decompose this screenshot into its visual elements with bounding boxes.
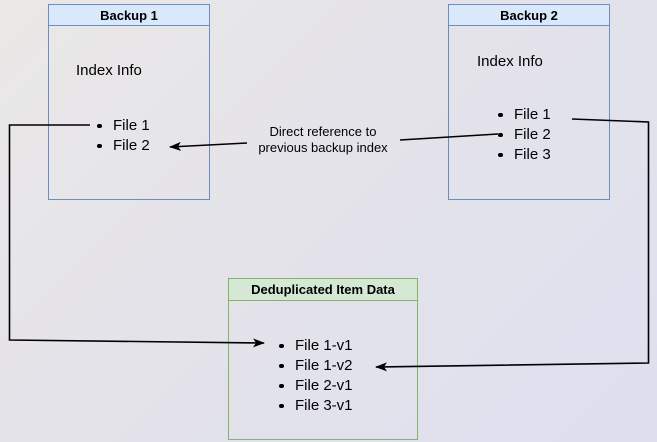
list-item: File 1-v2: [277, 356, 353, 376]
annotation-line-1: Direct reference to: [269, 124, 377, 139]
list-item: File 3: [496, 145, 551, 165]
list-item: File 2: [496, 125, 551, 145]
backup1-index-info-label: Index Info: [76, 62, 142, 79]
list-item: File 2-v1: [277, 376, 353, 396]
dedup-title: Deduplicated Item Data: [229, 279, 417, 301]
backup1-file-list: File 1 File 2: [95, 116, 150, 156]
backup2-title: Backup 2: [449, 5, 609, 26]
backup1-title: Backup 1: [49, 5, 209, 26]
list-item: File 1-v1: [277, 336, 353, 356]
annotation-line-2: previous backup index: [258, 139, 388, 155]
dedup-file-list: File 1-v1 File 1-v2 File 2-v1 File 3-v1: [277, 336, 353, 416]
list-item: File 2: [95, 136, 150, 156]
list-item: File 1: [95, 116, 150, 136]
direct-reference-annotation: Direct reference to previous backup inde…: [233, 124, 413, 155]
backup1-box: Backup 1: [48, 4, 210, 200]
backup2-file-list: File 1 File 2 File 3: [496, 105, 551, 165]
list-item: File 1: [496, 105, 551, 125]
backup2-box: Backup 2: [448, 4, 610, 200]
list-item: File 3-v1: [277, 396, 353, 416]
deduplicated-item-data-box: Deduplicated Item Data: [228, 278, 418, 440]
backup2-index-info-label: Index Info: [477, 53, 543, 70]
